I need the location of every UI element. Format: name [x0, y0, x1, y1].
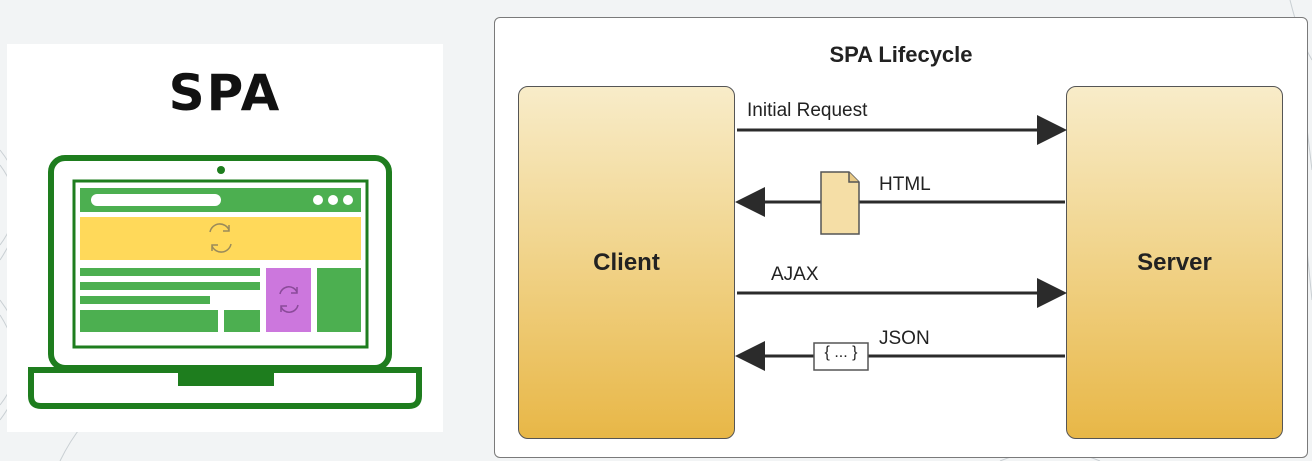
document-icon: [820, 171, 860, 235]
client-label: Client: [593, 248, 660, 276]
refresh-icon: [279, 286, 299, 313]
diagram-title: SPA Lifecycle: [829, 42, 973, 67]
server-label: Server: [1137, 248, 1212, 276]
laptop-icon: [28, 155, 422, 409]
flow-arrows: [735, 115, 1067, 371]
html-label: HTML: [879, 174, 931, 195]
json-badge-box: [813, 342, 869, 371]
spa-title: SPA: [168, 64, 282, 122]
refresh-icon: [209, 223, 232, 253]
ajax-label: AJAX: [771, 264, 819, 285]
client-node: Client: [518, 86, 735, 439]
spa-lifecycle-diagram: SPA Lifecycle Client Server Initial Requ…: [494, 17, 1308, 458]
spa-illustration-panel: SPA: [7, 44, 443, 432]
json-badge: { ... }: [824, 344, 858, 361]
server-node: Server: [1066, 86, 1283, 439]
initial-request-label: Initial Request: [747, 100, 868, 121]
json-label: JSON: [879, 328, 930, 349]
